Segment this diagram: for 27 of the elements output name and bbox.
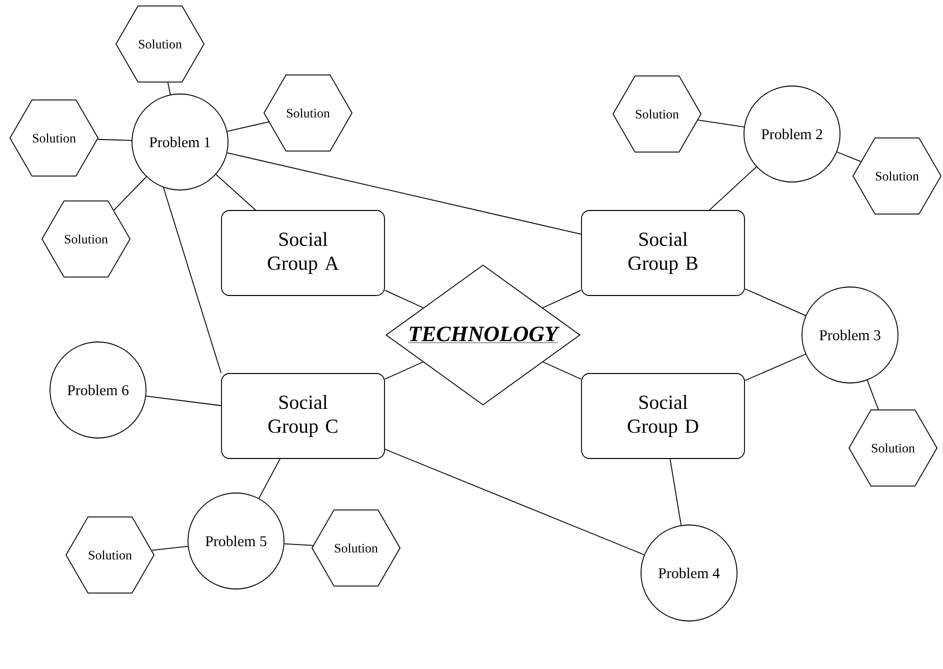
- connector-line: [226, 121, 270, 132]
- connector-line: [258, 458, 280, 499]
- social-group-box: Social Group C: [221, 373, 385, 459]
- connector-line: [698, 120, 745, 128]
- connector-line: [542, 290, 582, 308]
- connector-line: [709, 166, 757, 210]
- connector-line: [162, 187, 222, 374]
- connector-line: [670, 458, 682, 526]
- connector-line: [113, 176, 147, 211]
- connector-line: [216, 174, 256, 210]
- connector-line: [384, 448, 645, 556]
- connector-line: [284, 543, 314, 546]
- connector-line: [151, 546, 188, 551]
- social-group-box: Social Group D: [581, 373, 745, 459]
- connector-line: [542, 362, 582, 380]
- connector-line: [167, 82, 171, 95]
- social-group-box: Social Group A: [221, 210, 385, 296]
- connector-line: [744, 288, 806, 316]
- connector-line: [146, 396, 222, 406]
- connector-line: [97, 138, 132, 141]
- connector-line: [226, 152, 582, 235]
- connector-line: [744, 354, 806, 381]
- connector-line: [384, 362, 424, 380]
- connector-line: [866, 380, 879, 410]
- connector-line: [836, 152, 862, 162]
- social-group-box: Social Group B: [581, 210, 745, 296]
- connector-line: [384, 290, 424, 308]
